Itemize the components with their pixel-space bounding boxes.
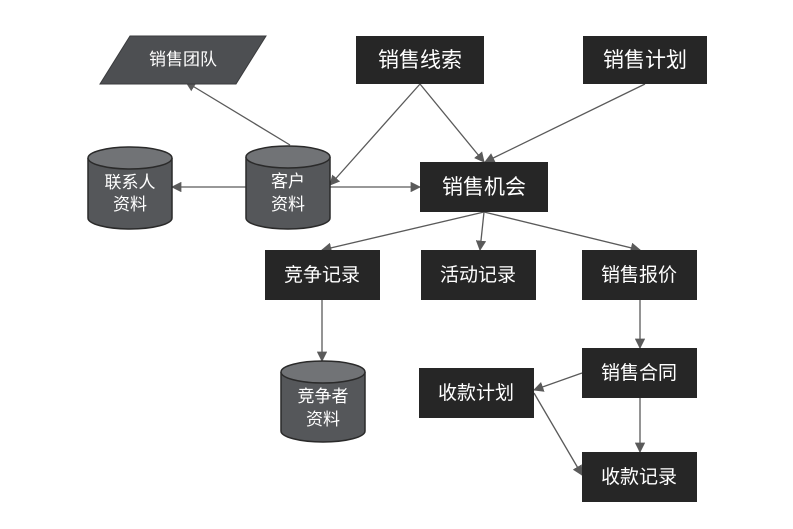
edge-contract-to-payment-plan (533, 372, 583, 392)
competitor-info-label-line1: 竞争者 (298, 387, 349, 407)
payment-record-box (582, 452, 697, 502)
edges (170, 81, 646, 476)
node-sales-quote: 销售报价 (582, 250, 697, 300)
sales-contract-label: 销售合同 (601, 362, 677, 384)
payment-plan-label: 收款计划 (438, 382, 514, 404)
payment-record-label: 收款记录 (601, 466, 677, 488)
customer-info-cylinder-body (245, 157, 331, 230)
sales-quote-box (582, 250, 697, 300)
node-customer-info: 客户 资料 (245, 145, 331, 230)
node-sales-opportunity: 销售机会 (420, 162, 548, 212)
competitor-info-label-line2: 资料 (306, 410, 340, 430)
node-payment-plan: 收款计划 (419, 368, 534, 418)
sales-contract-box (582, 348, 697, 398)
edge-payment-plan-to-payment-record (533, 392, 583, 476)
activity-record-label: 活动记录 (440, 264, 516, 286)
node-sales-team: 销售团队 (99, 35, 267, 85)
node-payment-record: 收款记录 (582, 452, 697, 502)
node-sales-contract: 销售合同 (582, 348, 697, 398)
competition-record-box (265, 250, 380, 300)
competitor-info-cylinder-body (280, 372, 366, 443)
node-competitor-info: 竞争者 资料 (280, 360, 366, 443)
node-competition-record: 竞争记录 (265, 250, 380, 300)
competition-record-label: 竞争记录 (284, 264, 360, 286)
sales-opportunity-label: 销售机会 (442, 175, 526, 199)
customer-info-label-line1: 客户 (271, 172, 305, 192)
edge-plan-to-opportunity (484, 83, 646, 163)
sales-plan-label: 销售计划 (603, 48, 687, 72)
contact-info-cylinder-top (87, 146, 173, 170)
node-contact-info: 联系人 资料 (87, 146, 173, 230)
sales-team-shape (99, 35, 267, 85)
sales-team-label: 销售团队 (149, 50, 217, 70)
edge-leads-to-opportunity (419, 83, 485, 163)
payment-plan-box (419, 368, 534, 418)
sales-opportunity-box (420, 162, 548, 212)
contact-info-label-line2: 资料 (113, 195, 147, 215)
edge-customer-to-team (185, 81, 291, 146)
edge-leads-to-customer (329, 83, 421, 186)
node-sales-leads: 销售线索 (356, 36, 484, 84)
edge-opportunity-to-quote (483, 211, 642, 253)
sales-plan-box (583, 36, 707, 84)
customer-info-label-line2: 资料 (271, 195, 305, 215)
customer-info-cylinder-top (245, 145, 331, 169)
node-sales-plan: 销售计划 (583, 36, 707, 84)
sales-leads-label: 销售线索 (378, 48, 462, 72)
activity-record-box (421, 250, 536, 300)
edge-opportunity-to-competition (320, 211, 485, 253)
contact-info-cylinder-body (87, 158, 173, 230)
sales-quote-label: 销售报价 (601, 264, 677, 286)
edge-opportunity-to-activity (475, 211, 487, 252)
node-activity-record: 活动记录 (421, 250, 536, 300)
contact-info-label-line1: 联系人 (105, 173, 156, 193)
sales-leads-box (356, 36, 484, 84)
competitor-info-cylinder-top (280, 360, 366, 384)
